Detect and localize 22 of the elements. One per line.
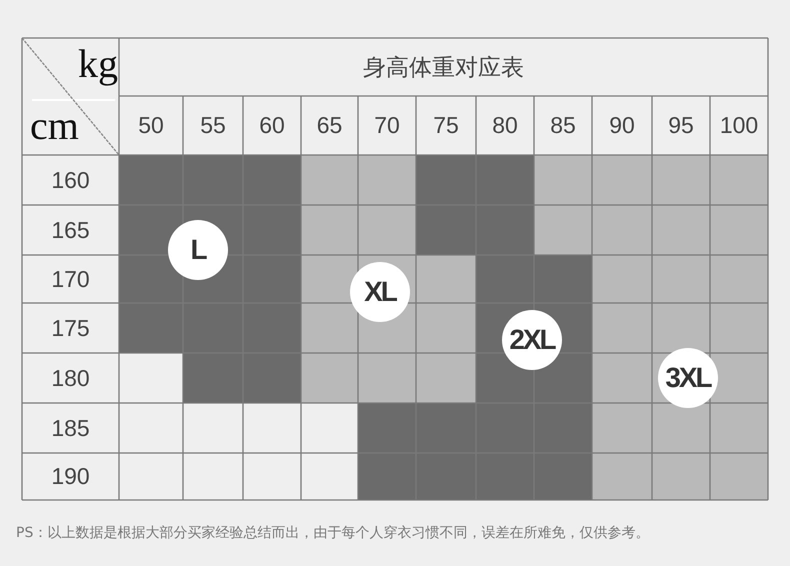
weight-value: 70 bbox=[373, 111, 401, 140]
weight-value: 60 bbox=[258, 111, 286, 140]
footnote: PS：以上数据是根据大部分买家经验总结而出，由于每个人穿衣习惯不同，误差在所难免，仅供参考。 bbox=[16, 524, 650, 542]
height-value: 170 bbox=[50, 264, 91, 294]
weight-value: 85 bbox=[549, 111, 577, 140]
weight-value: 75 bbox=[432, 111, 460, 140]
height-value: 165 bbox=[50, 216, 91, 244]
weight-value: 65 bbox=[316, 111, 344, 140]
table-title: 身高体重对应表 bbox=[362, 54, 525, 82]
height-value: 160 bbox=[50, 166, 91, 194]
weight-value: 95 bbox=[667, 111, 695, 140]
weight-value: 100 bbox=[718, 111, 760, 140]
height-value: 185 bbox=[50, 414, 91, 442]
weight-value: 80 bbox=[491, 111, 519, 140]
weight-value: 50 bbox=[137, 111, 165, 140]
unit-label: cm bbox=[30, 106, 80, 150]
height-value: 180 bbox=[50, 364, 91, 392]
height-value: 190 bbox=[50, 462, 91, 491]
weight-value: 90 bbox=[608, 111, 636, 140]
unit-label: kg bbox=[77, 44, 118, 88]
weight-value: 55 bbox=[199, 111, 227, 140]
height-value: 175 bbox=[50, 314, 91, 342]
